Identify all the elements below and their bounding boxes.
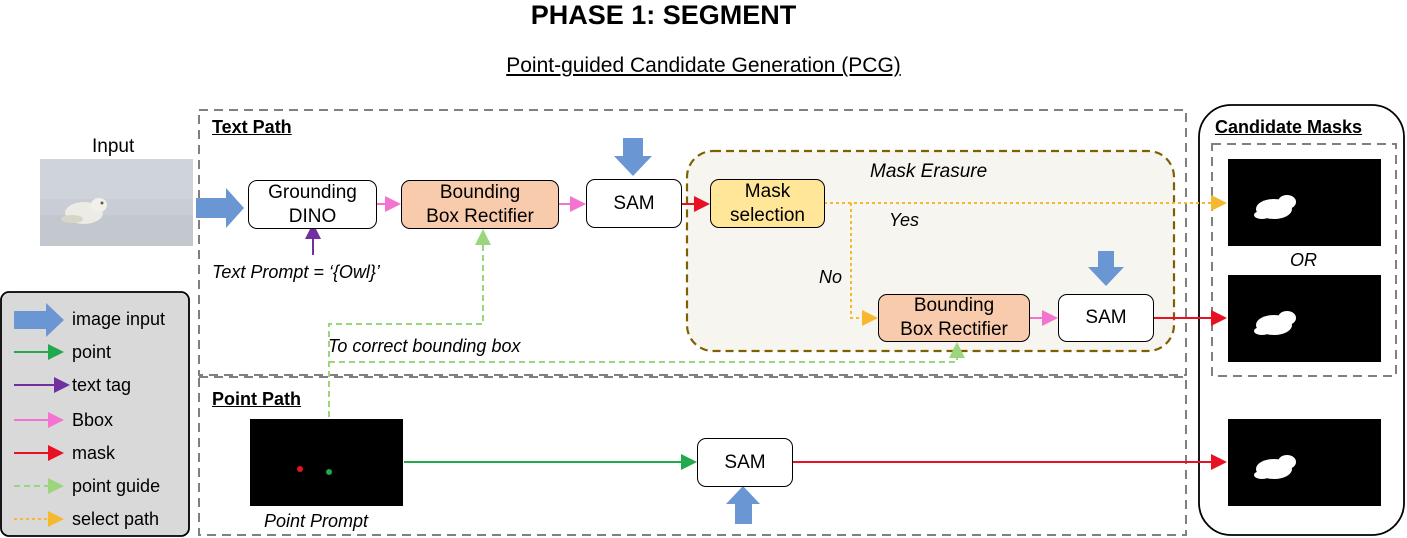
point-prompt-label: Point Prompt	[264, 511, 369, 531]
input-image	[40, 159, 193, 246]
input-block-arrow	[196, 188, 244, 228]
or-label: OR	[1290, 250, 1317, 270]
candidate-mask-image-3	[1228, 419, 1381, 506]
sam-erasure-box: SAM	[1058, 294, 1154, 342]
candidate-mask-image-2	[1228, 275, 1381, 362]
erasure-bbox-rectifier-box: Bounding Box Rectifier	[878, 294, 1030, 342]
sam-top-block-arrow	[614, 138, 652, 176]
sam-point-box: SAM	[697, 438, 793, 487]
mask-selection-box: Mask selection	[710, 179, 825, 228]
no-label: No	[819, 267, 843, 287]
candidate-masks-inner-frame	[1211, 143, 1397, 377]
point-path-frame	[198, 376, 1187, 536]
legend-select-path-label: select path	[72, 509, 160, 529]
text-path-frame	[198, 109, 1187, 376]
point-path-label: Point Path	[212, 389, 301, 409]
candidate-masks-label: Candidate Masks	[1215, 117, 1363, 137]
point-guide-erasure-path	[329, 342, 965, 363]
select-no-path	[850, 203, 878, 326]
legend-point-guide-label: point guide	[72, 476, 161, 496]
candidate-masks-frame	[1198, 104, 1405, 536]
legend-image-input-label: image input	[72, 309, 166, 329]
point-prompt-image	[250, 419, 403, 506]
legend-bbox-label: Bbox	[72, 410, 114, 430]
sam-point-block-arrow	[726, 486, 760, 524]
legend-text-tag-label: text tag	[72, 375, 132, 395]
text-prompt-label: Text Prompt = ‘{Owl}’	[212, 262, 380, 282]
point-guide-path	[328, 229, 491, 417]
bbox-rectifier-box: Bounding Box Rectifier	[401, 180, 559, 229]
grounding-dino-box: Grounding DINO	[248, 180, 377, 229]
candidate-mask-image-1	[1228, 159, 1381, 246]
legend-mask-label: mask	[72, 443, 116, 463]
input-label: Input	[92, 136, 135, 157]
correct-bbox-label: To correct bounding box	[328, 336, 521, 356]
sam-text-box: SAM	[586, 179, 682, 228]
sam-erasure-block-arrow	[1088, 251, 1124, 286]
yes-label: Yes	[889, 210, 920, 230]
page-subtitle: Point-guided Candidate Generation (PCG)	[506, 54, 901, 77]
legend-image-input-icon	[14, 303, 64, 337]
text-path-label: Text Path	[212, 117, 292, 137]
mask-erasure-label: Mask Erasure	[870, 161, 988, 182]
page-title: PHASE 1: SEGMENT	[530, 0, 797, 30]
legend-point-label: point	[72, 342, 112, 362]
